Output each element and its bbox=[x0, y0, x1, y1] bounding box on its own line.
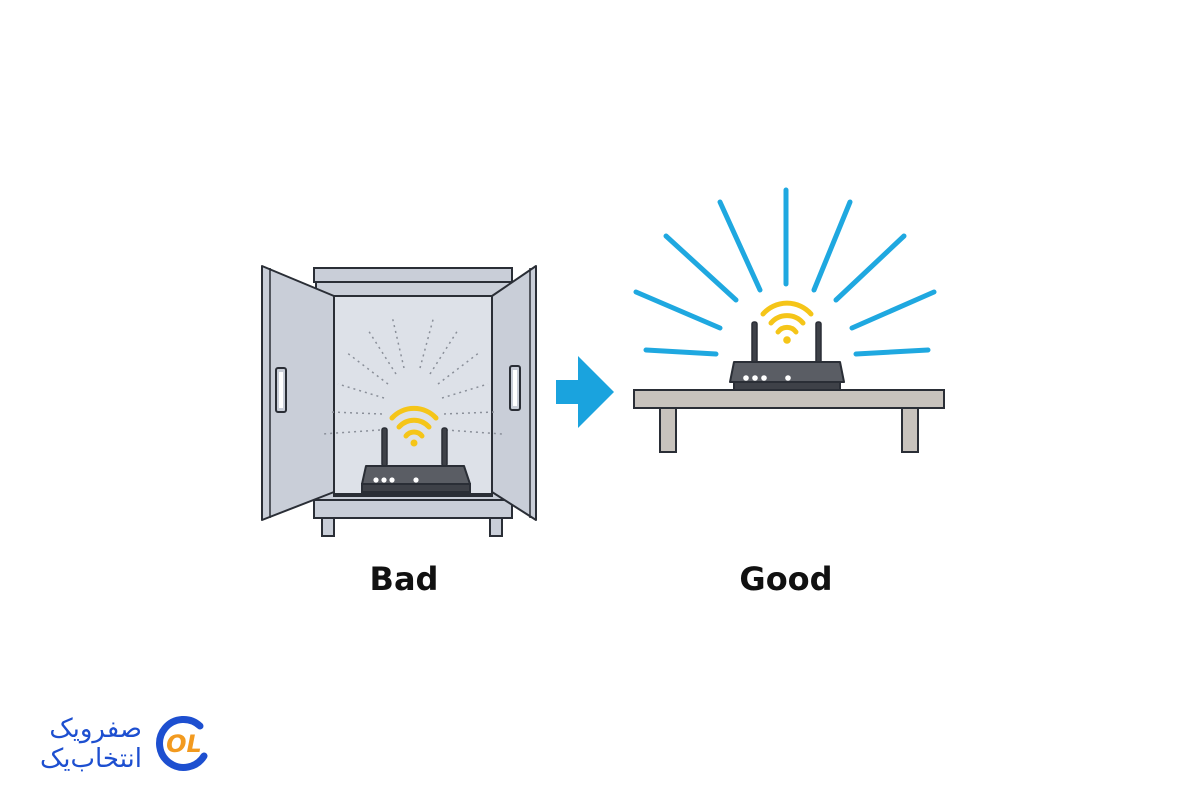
cabinet-door-left bbox=[261, 265, 335, 521]
strong-signal-lines bbox=[633, 187, 937, 357]
logo-text-line2: انتخاب‌یک bbox=[40, 744, 142, 774]
weak-signal-lines bbox=[321, 315, 503, 435]
shelf bbox=[633, 389, 945, 453]
logo-text-line1: صفرویک bbox=[49, 714, 142, 744]
wifi-icon bbox=[389, 405, 439, 447]
cabinet-door-right bbox=[491, 265, 537, 521]
cabinet bbox=[313, 267, 513, 537]
label-good: Good bbox=[739, 560, 833, 598]
router-icon bbox=[729, 321, 845, 391]
logo-icon: OL bbox=[156, 716, 208, 771]
arrow-right-icon bbox=[556, 356, 614, 428]
router-icon bbox=[361, 427, 471, 493]
wifi-icon bbox=[760, 300, 814, 344]
label-bad: Bad bbox=[369, 560, 439, 598]
logo-mark: OL bbox=[166, 730, 202, 758]
